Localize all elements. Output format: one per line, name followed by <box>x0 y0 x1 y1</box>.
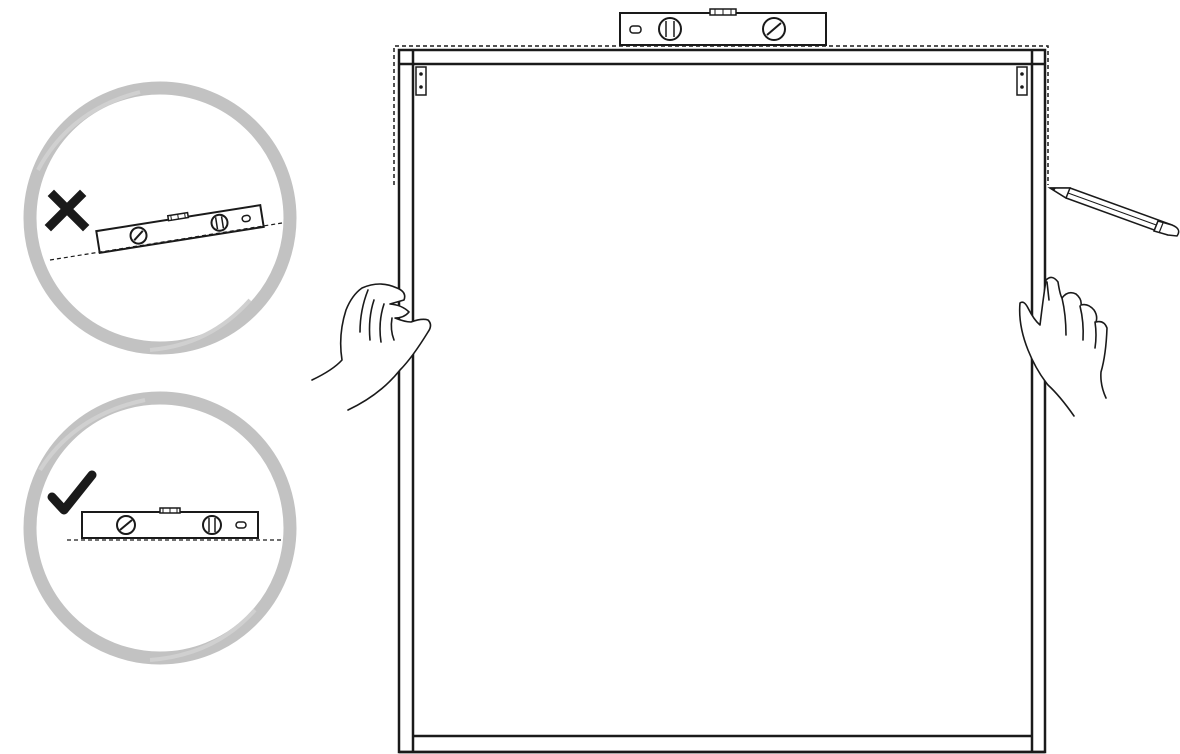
tilted-level-icon <box>95 204 265 254</box>
level-icon <box>619 8 827 46</box>
level-icon <box>81 507 259 539</box>
bracket-icon <box>415 66 427 96</box>
correct-panel <box>23 391 297 665</box>
incorrect-panel <box>23 81 297 355</box>
hand-icon <box>311 283 432 411</box>
check-icon <box>47 470 97 515</box>
bracket-icon <box>1016 66 1028 96</box>
hand-icon <box>1018 276 1108 417</box>
frame <box>393 45 1049 754</box>
cross-icon <box>44 189 90 232</box>
pencil-icon <box>1047 187 1180 237</box>
frame-outer <box>397 48 1047 754</box>
